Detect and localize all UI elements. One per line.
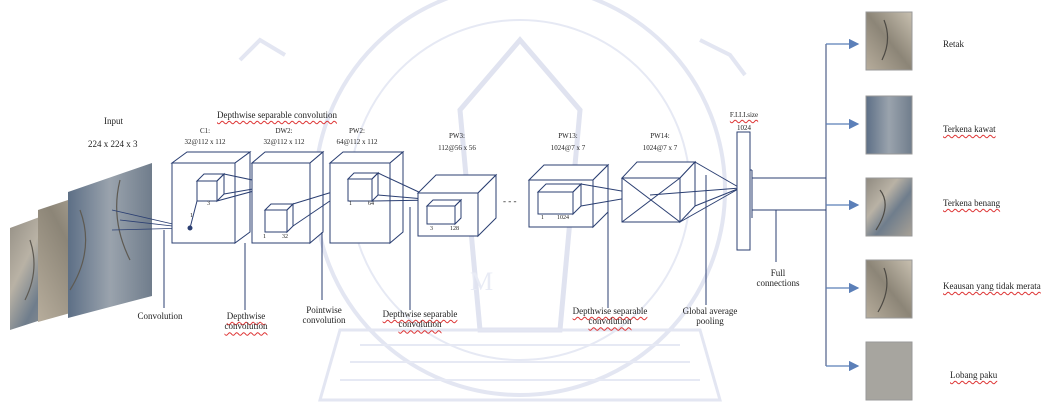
stage-convolution: Convolution	[137, 311, 182, 321]
gap-vector-bar	[737, 132, 750, 250]
layer-name-c1: C1:	[200, 127, 210, 135]
stage-global-avg-pooling: Global average pooling	[683, 306, 738, 327]
stage-dw-separable-2: Depthwise separable convolution	[573, 306, 648, 327]
kernel-label-pw3-b: 128	[450, 226, 459, 233]
kernel-label-pw13-b: 1024	[557, 215, 569, 222]
kernel-label-pw3-a: 3	[430, 226, 433, 233]
gap-size-label: 1024	[737, 124, 751, 132]
input-image-stack	[10, 163, 152, 330]
full-connections-lines	[750, 44, 826, 366]
layer-dims-pw3: 112@56 x 56	[438, 144, 476, 152]
layer-name-dw2: DW2:	[275, 127, 292, 135]
output-label-lobang-paku: Lobang paku	[950, 370, 997, 380]
kernel-label-pw2-a: 1	[349, 201, 352, 208]
stage-depthwise-conv: Depthwise convolution	[225, 311, 268, 332]
input-size: 224 x 224 x 3	[88, 139, 138, 149]
layer-name-pw3: PW3:	[449, 132, 465, 140]
kernel-label-pw2-b: 64	[368, 201, 374, 208]
layer-name-pw2: PW2:	[349, 127, 365, 135]
output-arrows	[826, 44, 858, 366]
output-thumbnails	[866, 12, 912, 400]
watermark-letter-a: M	[470, 267, 493, 296]
stage-pointwise-conv: Pointwise convolution	[303, 305, 346, 326]
gap-header-label: F.I.I.I.size	[730, 111, 758, 119]
kernel-label-dw2-a: 1	[263, 234, 266, 241]
layer-dims-pw13: 1024@7 x 7	[551, 144, 585, 152]
layer-name-pw13: PW13:	[558, 132, 577, 140]
output-label-retak: Retak	[943, 39, 964, 49]
output-label-terkena-kawat: Terkena kawat	[943, 124, 996, 134]
output-label-terkena-benang: Terkena benang	[943, 198, 1000, 208]
kernel-label-pw13-a: 1	[541, 215, 544, 222]
depthwise-separable-header: Depthwise separable convolution	[217, 110, 337, 120]
layer-dims-c1: 32@112 x 112	[185, 138, 226, 146]
stage-full-connections: Full connections	[757, 268, 800, 289]
kernel-label-1: 1	[190, 213, 193, 220]
layer-dims-pw14: 1024@7 x 7	[643, 144, 677, 152]
kernel-label-c1: 3	[207, 201, 210, 208]
layer-dims-pw2: 64@112 x 112	[337, 138, 378, 146]
layer-dims-dw2: 32@112 x 112	[264, 138, 305, 146]
input-title: Input	[104, 116, 123, 126]
layer-ellipsis: - - -	[503, 196, 517, 206]
stage-dw-separable-1: Depthwise separable convolution	[383, 309, 458, 330]
kernel-label-dw2-b: 32	[282, 234, 288, 241]
output-label-keausan: Keausan yang tidak merata	[943, 281, 1041, 291]
layer-name-pw14: PW14:	[650, 132, 669, 140]
